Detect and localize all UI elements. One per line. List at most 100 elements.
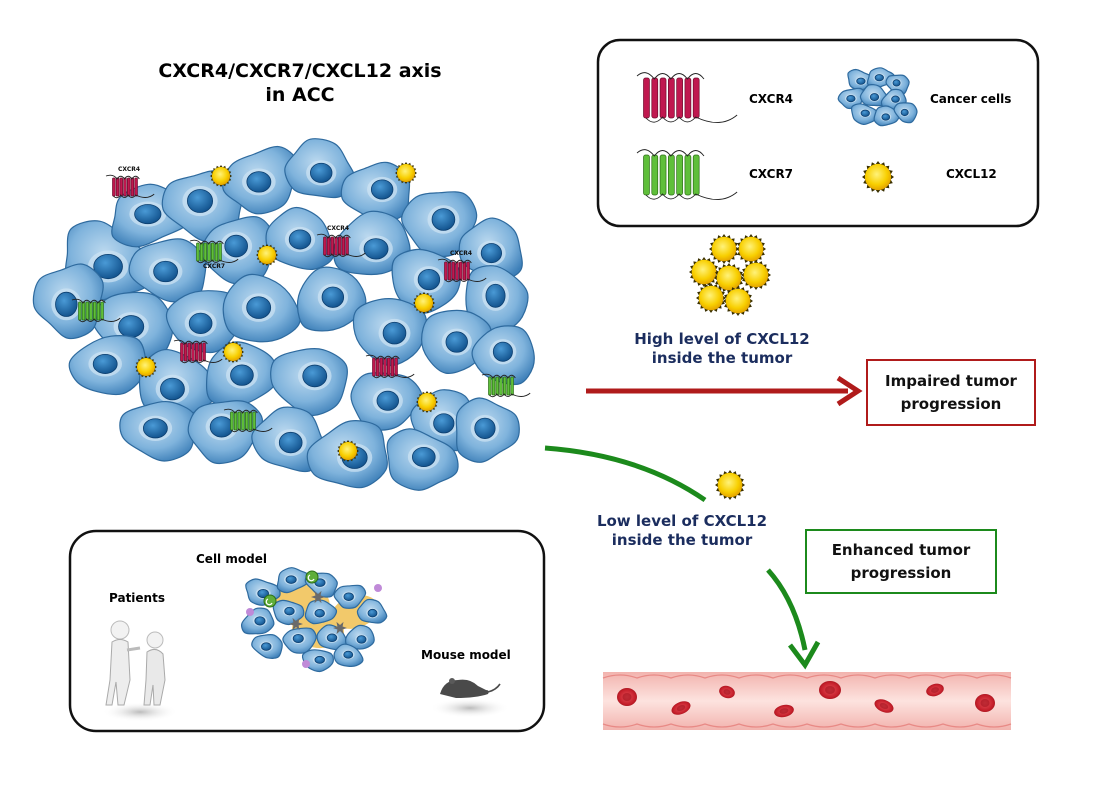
cancer-cell bbox=[847, 68, 875, 91]
cancer-cell bbox=[187, 400, 263, 465]
legend-box bbox=[596, 38, 1040, 228]
cxcr7-receptor-icon bbox=[481, 373, 531, 398]
enhanced-arrow-bottom bbox=[766, 568, 808, 651]
cancer-cell bbox=[301, 649, 334, 673]
legend-icons bbox=[636, 67, 918, 200]
cancer-cell bbox=[332, 210, 411, 276]
enhanced-arrow-top bbox=[544, 445, 707, 503]
cxcr4-receptor-icon bbox=[173, 339, 223, 364]
cxcl12-ligand-icon bbox=[696, 283, 726, 313]
cancer-cells-icon bbox=[837, 67, 918, 127]
tumor-receptor-label: CXCR4 bbox=[450, 250, 473, 257]
patients-icon bbox=[102, 620, 178, 722]
red-blood-cell bbox=[819, 681, 841, 699]
cxcl12-ligand-icon bbox=[723, 286, 753, 316]
cxcl12-ligand-icon bbox=[862, 161, 894, 193]
cancer-cell bbox=[276, 567, 310, 594]
cancer-cell bbox=[386, 428, 459, 491]
cancer-cell bbox=[352, 298, 427, 367]
cancer-cell bbox=[32, 263, 104, 340]
legend-cxcr4-label: CXCR4 bbox=[749, 92, 794, 106]
cancer-cell bbox=[205, 341, 279, 408]
cxcl12-ligand-icon bbox=[256, 244, 278, 266]
cancer-cell bbox=[391, 248, 462, 314]
cancer-cell bbox=[340, 161, 411, 223]
cxcr7-receptor-icon bbox=[223, 408, 273, 433]
legend-cxcl12-label: CXCL12 bbox=[946, 167, 997, 181]
impaired-arrow-head bbox=[836, 375, 863, 407]
cancer-cell bbox=[200, 216, 276, 285]
cancer-cell bbox=[222, 145, 299, 215]
tumor-cell-cluster bbox=[32, 138, 535, 491]
cancer-cell bbox=[119, 401, 197, 462]
tumor-receptor-label: CXCR4 bbox=[118, 166, 141, 173]
cxcr4-receptor-icon bbox=[316, 233, 366, 258]
mouse-model-label: Mouse model bbox=[421, 648, 511, 662]
red-blood-cell bbox=[774, 704, 794, 718]
low-level-label: Low level of CXCL12 inside the tumor bbox=[596, 512, 768, 549]
cancer-cell bbox=[345, 624, 375, 650]
cxcl12-low-ligand bbox=[715, 470, 745, 500]
cancer-cell bbox=[222, 273, 301, 343]
legend-cxcr7-label: CXCR7 bbox=[749, 167, 794, 181]
cell-model-icon bbox=[240, 567, 388, 673]
cancer-cell bbox=[251, 633, 283, 659]
cancer-cell bbox=[284, 138, 356, 199]
cancer-cell bbox=[893, 102, 918, 124]
cxcr4-receptor-icon bbox=[365, 354, 415, 379]
tumor-receptor-label: CXCR7 bbox=[203, 263, 226, 270]
red-blood-cell bbox=[874, 699, 894, 713]
diagram-title: CXCR4/CXCR7/CXCL12 axis in ACC bbox=[158, 60, 442, 106]
red-blood-cell bbox=[719, 685, 735, 699]
impaired-progression-box: Impaired tumor progression bbox=[866, 359, 1036, 426]
cancer-cell bbox=[401, 191, 478, 258]
enhanced-arrow-head bbox=[788, 640, 821, 670]
cancer-cell bbox=[333, 643, 364, 667]
patients-label: Patients bbox=[109, 591, 165, 605]
cxcl12-ligand-icon bbox=[337, 440, 359, 462]
cxcr7-receptor-icon bbox=[636, 149, 738, 200]
cxcr4-receptor-icon bbox=[437, 258, 487, 283]
blood-vessel-icon bbox=[602, 672, 1012, 730]
cxcr7-receptor-icon bbox=[189, 239, 239, 264]
cxcl12-high-cluster bbox=[689, 234, 771, 316]
red-blood-cells bbox=[617, 681, 995, 718]
enhanced-progression-box: Enhanced tumor progression bbox=[805, 529, 997, 594]
tumor-receptor-label: CXCR4 bbox=[327, 225, 350, 232]
cxcl12-ligand-icon bbox=[135, 356, 157, 378]
cancer-cell bbox=[455, 397, 520, 463]
cancer-cell bbox=[68, 335, 147, 396]
cxcl12-ligand-icon bbox=[689, 257, 719, 287]
cxcr4-receptor-icon bbox=[636, 72, 738, 123]
cxcl12-ligand-icon bbox=[714, 263, 744, 293]
cancer-cell bbox=[265, 206, 335, 271]
cancer-cell bbox=[350, 372, 423, 431]
cancer-cell bbox=[165, 290, 242, 354]
mouse-icon bbox=[430, 678, 510, 718]
cancer-cell bbox=[304, 599, 338, 625]
cxcl12-ligand-icon bbox=[416, 391, 438, 413]
cxcl12-ligand-icon bbox=[395, 162, 417, 184]
legend-cancer-cells-label: Cancer cells bbox=[930, 92, 1012, 106]
cancer-cell bbox=[356, 598, 388, 624]
cancer-cell bbox=[850, 103, 879, 126]
cxcl12-ligand-icon bbox=[741, 260, 771, 290]
cancer-cell bbox=[282, 627, 317, 654]
cancer-cell bbox=[296, 266, 367, 332]
cxcl12-ligand-icon bbox=[210, 165, 232, 187]
cxcr7-receptor-icon bbox=[71, 298, 121, 323]
cxcr4-receptor-icon bbox=[105, 174, 155, 199]
cancer-cell bbox=[873, 105, 900, 127]
cxcl12-ligand-icon bbox=[413, 292, 435, 314]
red-blood-cell bbox=[975, 694, 995, 712]
cancer-cell bbox=[333, 584, 367, 609]
cell-model-label: Cell model bbox=[196, 552, 267, 566]
cxcl12-ligand-icon bbox=[715, 470, 745, 500]
high-level-label: High level of CXCL12 inside the tumor bbox=[634, 330, 810, 367]
cxcl12-ligand-icon bbox=[222, 341, 244, 363]
cancer-cell bbox=[859, 84, 889, 107]
cancer-cell bbox=[270, 347, 348, 417]
cancer-cell bbox=[458, 217, 523, 281]
red-blood-cell bbox=[671, 701, 691, 715]
